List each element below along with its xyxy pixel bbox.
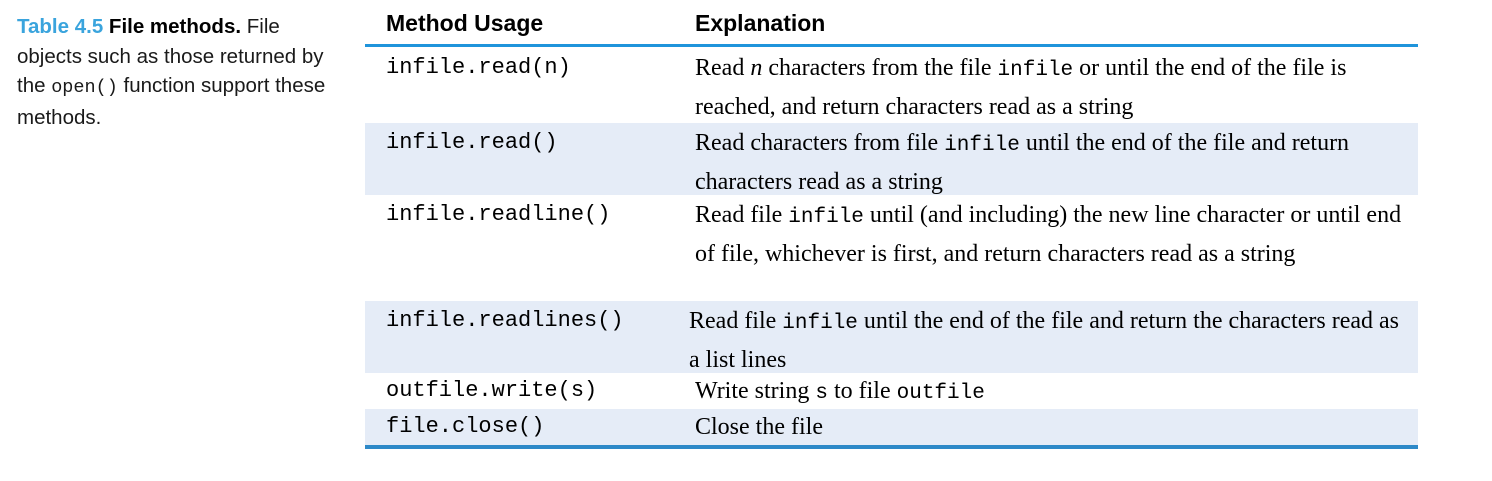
inline-variable: n [750, 55, 763, 81]
method-usage-cell: infile.read() [386, 130, 558, 155]
caption-title: File methods. [108, 15, 242, 38]
method-usage-cell: infile.read(n) [386, 55, 571, 80]
method-usage-cell: infile.readlines() [386, 308, 624, 333]
file-methods-table: Method Usage Explanation infile.read(n) R… [365, 8, 1418, 449]
explanation-text: until (and including) the new line chara… [695, 202, 1402, 267]
method-usage-cell: infile.readline() [386, 202, 611, 227]
table-row: outfile.write(s) Write string s to file o… [365, 373, 1418, 409]
explanation-cell: Read file infile until (and including) t… [695, 197, 1405, 272]
inline-code: outfile [896, 382, 985, 405]
explanation-cell: Write string s to file outfile [695, 373, 1405, 412]
method-usage-cell: file.close() [386, 414, 545, 439]
explanation-text: Read file [695, 202, 789, 228]
explanation-text: or until the end of the file is reached,… [695, 55, 1347, 120]
caption-body-before: File objects such as those returned by t… [17, 15, 324, 97]
explanation-text: Close the file [695, 414, 823, 440]
caption-number: Table 4.5 [17, 15, 104, 38]
explanation-text: until the end of the file and return the… [689, 308, 1400, 373]
table-header-row: Method Usage Explanation [365, 8, 1418, 44]
caption-body-after: function support these methods. [17, 74, 326, 129]
explanation-text: to file [827, 378, 897, 404]
explanation-text: Read [695, 55, 751, 81]
table-row: infile.readlines() Read file infile until… [365, 301, 1418, 373]
table-caption: Table 4.5 File methods. File objects suc… [17, 12, 342, 132]
table-body: infile.read(n) Read n characters from the… [365, 47, 1418, 445]
table-row: infile.readline() Read file infile until … [365, 195, 1418, 301]
table-row: infile.read(n) Read n characters from the… [365, 47, 1418, 123]
inline-code: infile [788, 206, 864, 229]
explanation-cell: Close the file [695, 409, 1405, 445]
column-header-explanation: Explanation [695, 10, 826, 36]
explanation-cell: Read file infile until the end of the fi… [689, 303, 1405, 378]
column-header-method-usage: Method Usage [386, 10, 544, 36]
explanation-cell: Read n characters from the file infile o… [695, 50, 1405, 125]
caption-open-function: open() [51, 77, 118, 98]
table-row: infile.read() Read characters from file i… [365, 123, 1418, 195]
caption-text: Table 4.5 File methods. File objects suc… [17, 12, 342, 132]
explanation-text: Read file [689, 308, 783, 334]
table-row: file.close() Close the file [365, 409, 1418, 445]
inline-code: infile [944, 134, 1020, 157]
explanation-text: until the end of the file and return cha… [695, 130, 1350, 195]
explanation-text: Read characters from file [695, 130, 945, 156]
explanation-cell: Read characters from file infile until t… [695, 125, 1405, 200]
explanation-text: characters from the file [762, 55, 998, 81]
inline-code: infile [997, 59, 1074, 82]
explanation-text: Write string [695, 378, 816, 404]
inline-code: s [815, 382, 828, 405]
header-rule [365, 44, 1418, 47]
inline-code: infile [782, 312, 858, 335]
method-usage-cell: outfile.write(s) [386, 378, 598, 403]
footer-rule [365, 445, 1418, 449]
